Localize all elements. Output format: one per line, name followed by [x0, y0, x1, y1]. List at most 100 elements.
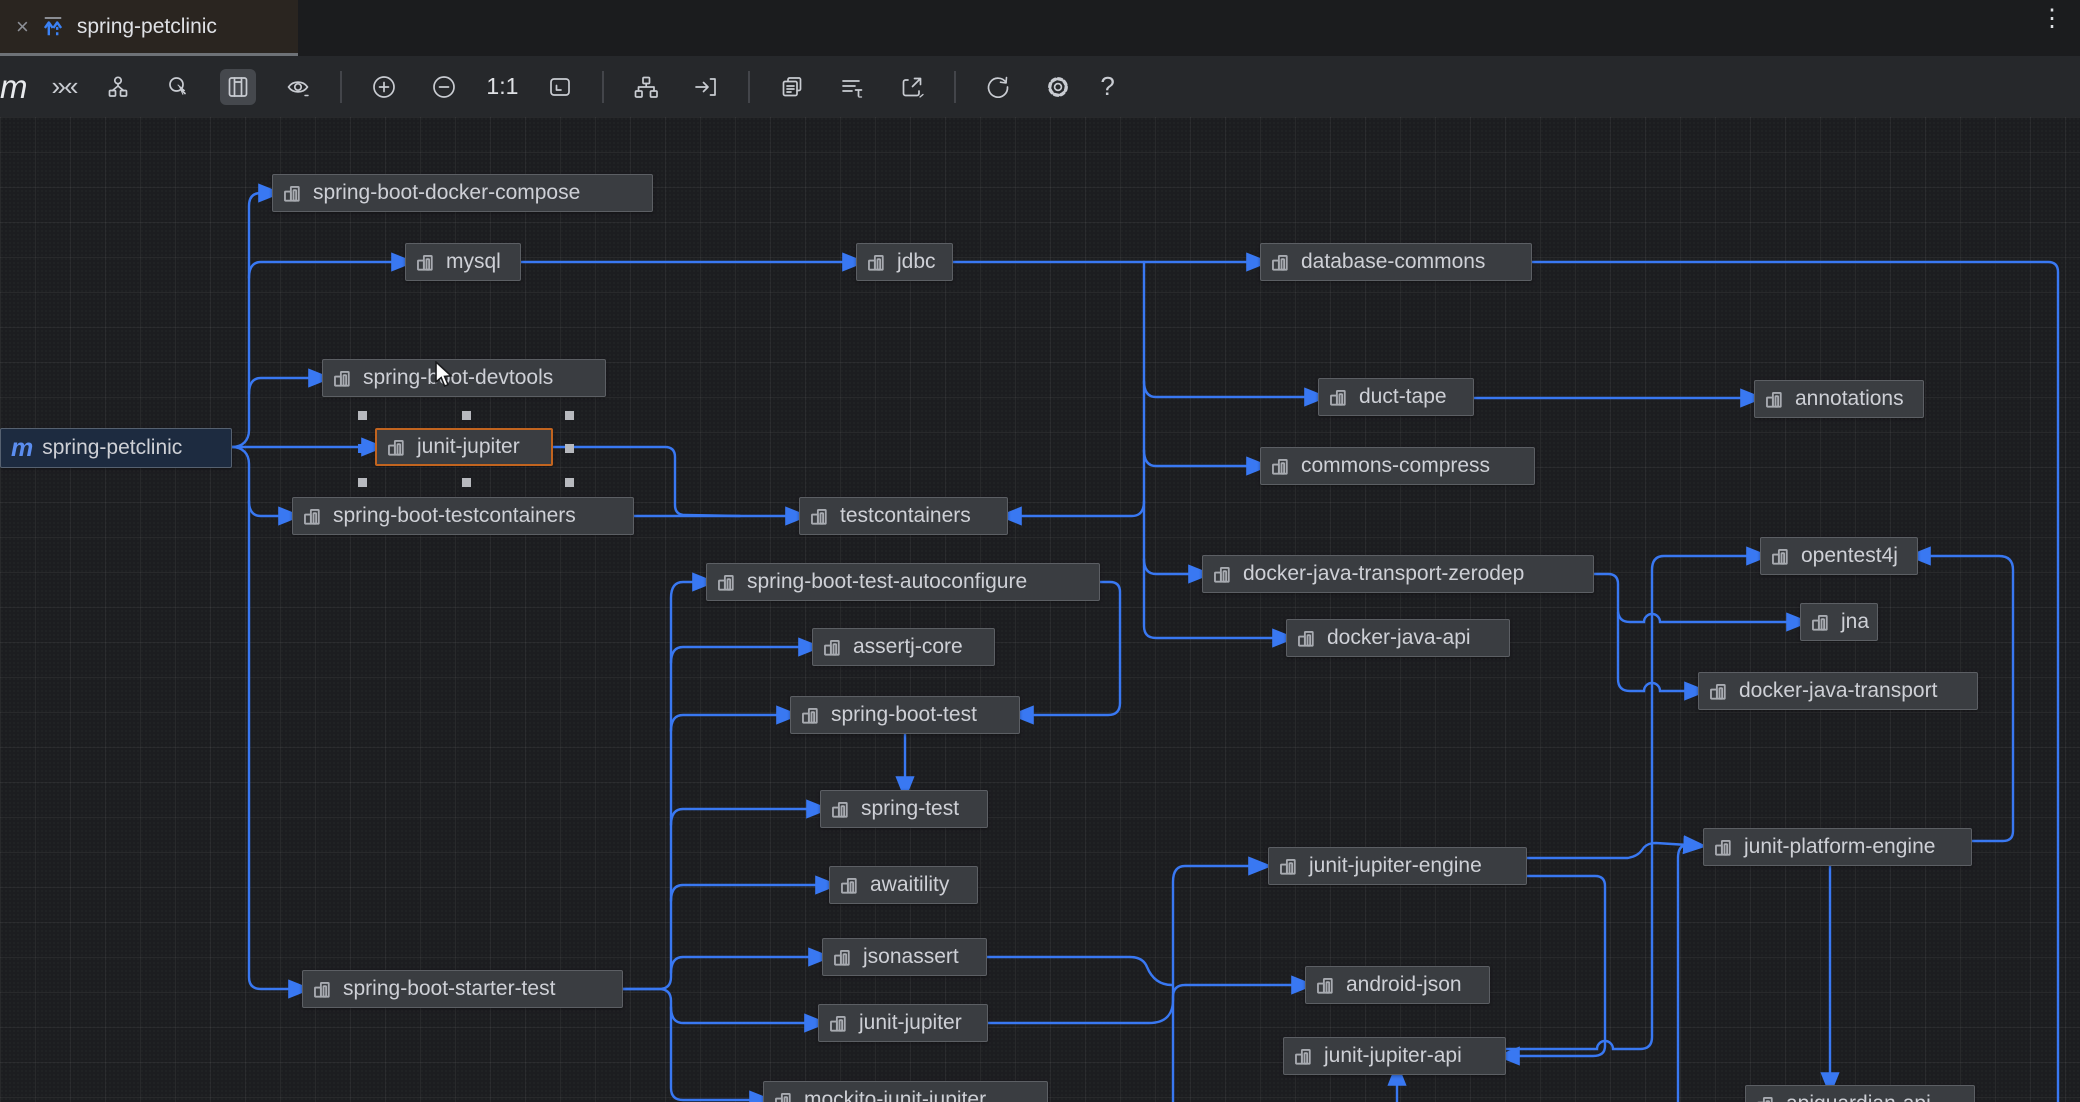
zoom-in-icon[interactable] [366, 69, 402, 105]
node-label: android-json [1346, 973, 1462, 996]
dependency-edge [1525, 835, 1708, 860]
graph-node-apiguardian-api[interactable]: apiguardian-api [1745, 1085, 1975, 1102]
node-label: spring-boot-test-autoconfigure [747, 570, 1028, 593]
focus-node-icon[interactable] [688, 69, 724, 105]
graph-node-spring-boot-docker-compose[interactable]: spring-boot-docker-compose [272, 174, 653, 212]
settings-gear-icon[interactable] [1040, 69, 1076, 105]
node-label: junit-jupiter-engine [1309, 854, 1482, 877]
library-icon [1330, 389, 1346, 406]
node-label: duct-tape [1359, 385, 1447, 408]
toolbar-separator [602, 70, 605, 103]
tab-spring-petclinic[interactable]: × spring-petclinic [0, 0, 298, 56]
library-icon [1214, 566, 1230, 583]
node-label: awaitility [870, 873, 950, 896]
collapse-nodes-icon[interactable]: »« [51, 71, 79, 101]
dependency-edge [669, 947, 833, 975]
library-icon [841, 877, 857, 894]
graph-node-junit-jupiter-api[interactable]: junit-jupiter-api [1283, 1037, 1506, 1075]
graph-node-junit-jupiter-2[interactable]: junit-jupiter [818, 1004, 988, 1042]
library-icon [1317, 977, 1333, 994]
graph-node-jsonassert[interactable]: jsonassert [822, 938, 987, 976]
selection-handle[interactable] [462, 478, 471, 487]
graph-node-spring-boot-test[interactable]: spring-boot-test [790, 696, 1020, 734]
library-icon [388, 439, 404, 456]
graph-node-commons-compress[interactable]: commons-compress [1260, 447, 1535, 485]
node-label: jsonassert [863, 945, 959, 968]
selection-handle[interactable] [462, 411, 471, 420]
dependency-edge [1142, 379, 1329, 407]
graph-node-annotations[interactable]: annotations [1754, 380, 1924, 418]
graph-node-jdbc[interactable]: jdbc [856, 243, 953, 281]
graph-node-jna[interactable]: jna [1800, 603, 1878, 641]
library-icon [284, 185, 300, 202]
graph-node-android-json[interactable]: android-json [1305, 966, 1490, 1004]
zoom-to-selection-icon[interactable] [160, 69, 196, 105]
visibility-eye-icon[interactable] [280, 69, 316, 105]
node-details-icon[interactable] [834, 69, 870, 105]
graph-node-mockito-junit-jupiter[interactable]: mockito-junit-jupiter [763, 1081, 1048, 1102]
diagram-file-icon [43, 16, 62, 35]
tab-bar: × spring-petclinic ⋮ [0, 0, 2080, 56]
diagram-canvas[interactable]: spring-boot-docker-compose mysql jdbc datab… [0, 117, 2080, 1102]
graph-node-spring-boot-devtools[interactable]: spring-boot-devtools [322, 359, 606, 397]
tab-close-icon[interactable]: × [16, 13, 29, 39]
library-icon [832, 801, 848, 818]
refresh-icon[interactable] [980, 69, 1016, 105]
node-label: mockito-junit-jupiter [804, 1088, 987, 1102]
scope-m-label: m [0, 67, 28, 105]
selection-handle[interactable] [358, 444, 367, 453]
dependency-edge [669, 799, 831, 827]
show-dependencies-icon[interactable] [100, 69, 136, 105]
graph-node-junit-platform-engine[interactable]: junit-platform-engine [1703, 828, 1972, 866]
node-label: spring-boot-docker-compose [313, 181, 581, 204]
dependency-edge [1504, 546, 1771, 1051]
dependency-edge [1592, 572, 1811, 632]
graph-node-testcontainers[interactable]: testcontainers [799, 497, 1008, 535]
node-label: spring-boot-starter-test [343, 977, 556, 1000]
graph-node-junit-jupiter-engine[interactable]: junit-jupiter-engine [1268, 847, 1527, 885]
grid-view-toggle-icon[interactable] [220, 68, 257, 105]
selection-handle[interactable] [565, 478, 574, 487]
dependency-edge [551, 445, 742, 518]
graph-node-docker-java-transport[interactable]: docker-java-transport [1698, 672, 1978, 710]
graph-node-junit-jupiter[interactable]: junit-jupiter [358, 411, 574, 487]
library-icon [1757, 1096, 1773, 1102]
node-label: mysql [446, 250, 501, 273]
graph-node-opentest4j[interactable]: opentest4j [1760, 537, 1918, 575]
node-label: jna [1841, 610, 1870, 633]
selection-handle[interactable] [565, 444, 574, 453]
node-label: docker-java-api [1327, 626, 1471, 649]
node-label: junit-jupiter [417, 435, 520, 458]
toolbar-separator [748, 70, 751, 103]
zoom-out-icon[interactable] [426, 69, 462, 105]
graph-node-duct-tape[interactable]: duct-tape [1318, 378, 1474, 416]
library-icon [802, 707, 818, 724]
graph-node-awaitility[interactable]: awaitility [829, 866, 978, 904]
graph-node-database-commons[interactable]: database-commons [1260, 243, 1532, 281]
graph-node-spring-test[interactable]: spring-test [820, 790, 988, 828]
graph-node-spring-boot-test-autoconfigure[interactable]: spring-boot-test-autoconfigure [706, 563, 1100, 601]
graph-node-docker-java-transport-zerodep[interactable]: docker-java-transport-zerodep [1202, 555, 1594, 593]
selection-handle[interactable] [358, 478, 367, 487]
graph-node-docker-java-api[interactable]: docker-java-api [1286, 619, 1510, 657]
copy-diagram-icon[interactable] [774, 69, 810, 105]
export-diagram-icon[interactable] [894, 69, 930, 105]
node-label: docker-java-transport [1739, 679, 1938, 702]
apply-layout-icon[interactable] [628, 69, 664, 105]
graph-node-assertj-core[interactable]: assertj-core [812, 628, 995, 666]
library-icon [830, 1015, 846, 1032]
graph-node-spring-boot-testcontainers[interactable]: spring-boot-testcontainers [292, 497, 634, 535]
graph-node-mysql[interactable]: mysql [405, 243, 521, 281]
selection-handle[interactable] [565, 411, 574, 420]
dependency-edge [621, 987, 774, 1102]
kebab-menu-icon[interactable]: ⋮ [2040, 5, 2064, 32]
fit-content-icon[interactable] [542, 69, 578, 105]
library-icon [811, 508, 827, 525]
node-label: junit-jupiter [859, 1011, 962, 1034]
graph-node-spring-boot-starter-test[interactable]: spring-boot-starter-test [302, 970, 623, 1008]
help-button[interactable]: ? [1100, 71, 1115, 101]
selection-handle[interactable] [358, 411, 367, 420]
node-label: commons-compress [1301, 454, 1491, 477]
actual-size-button[interactable]: 1:1 [486, 73, 519, 99]
